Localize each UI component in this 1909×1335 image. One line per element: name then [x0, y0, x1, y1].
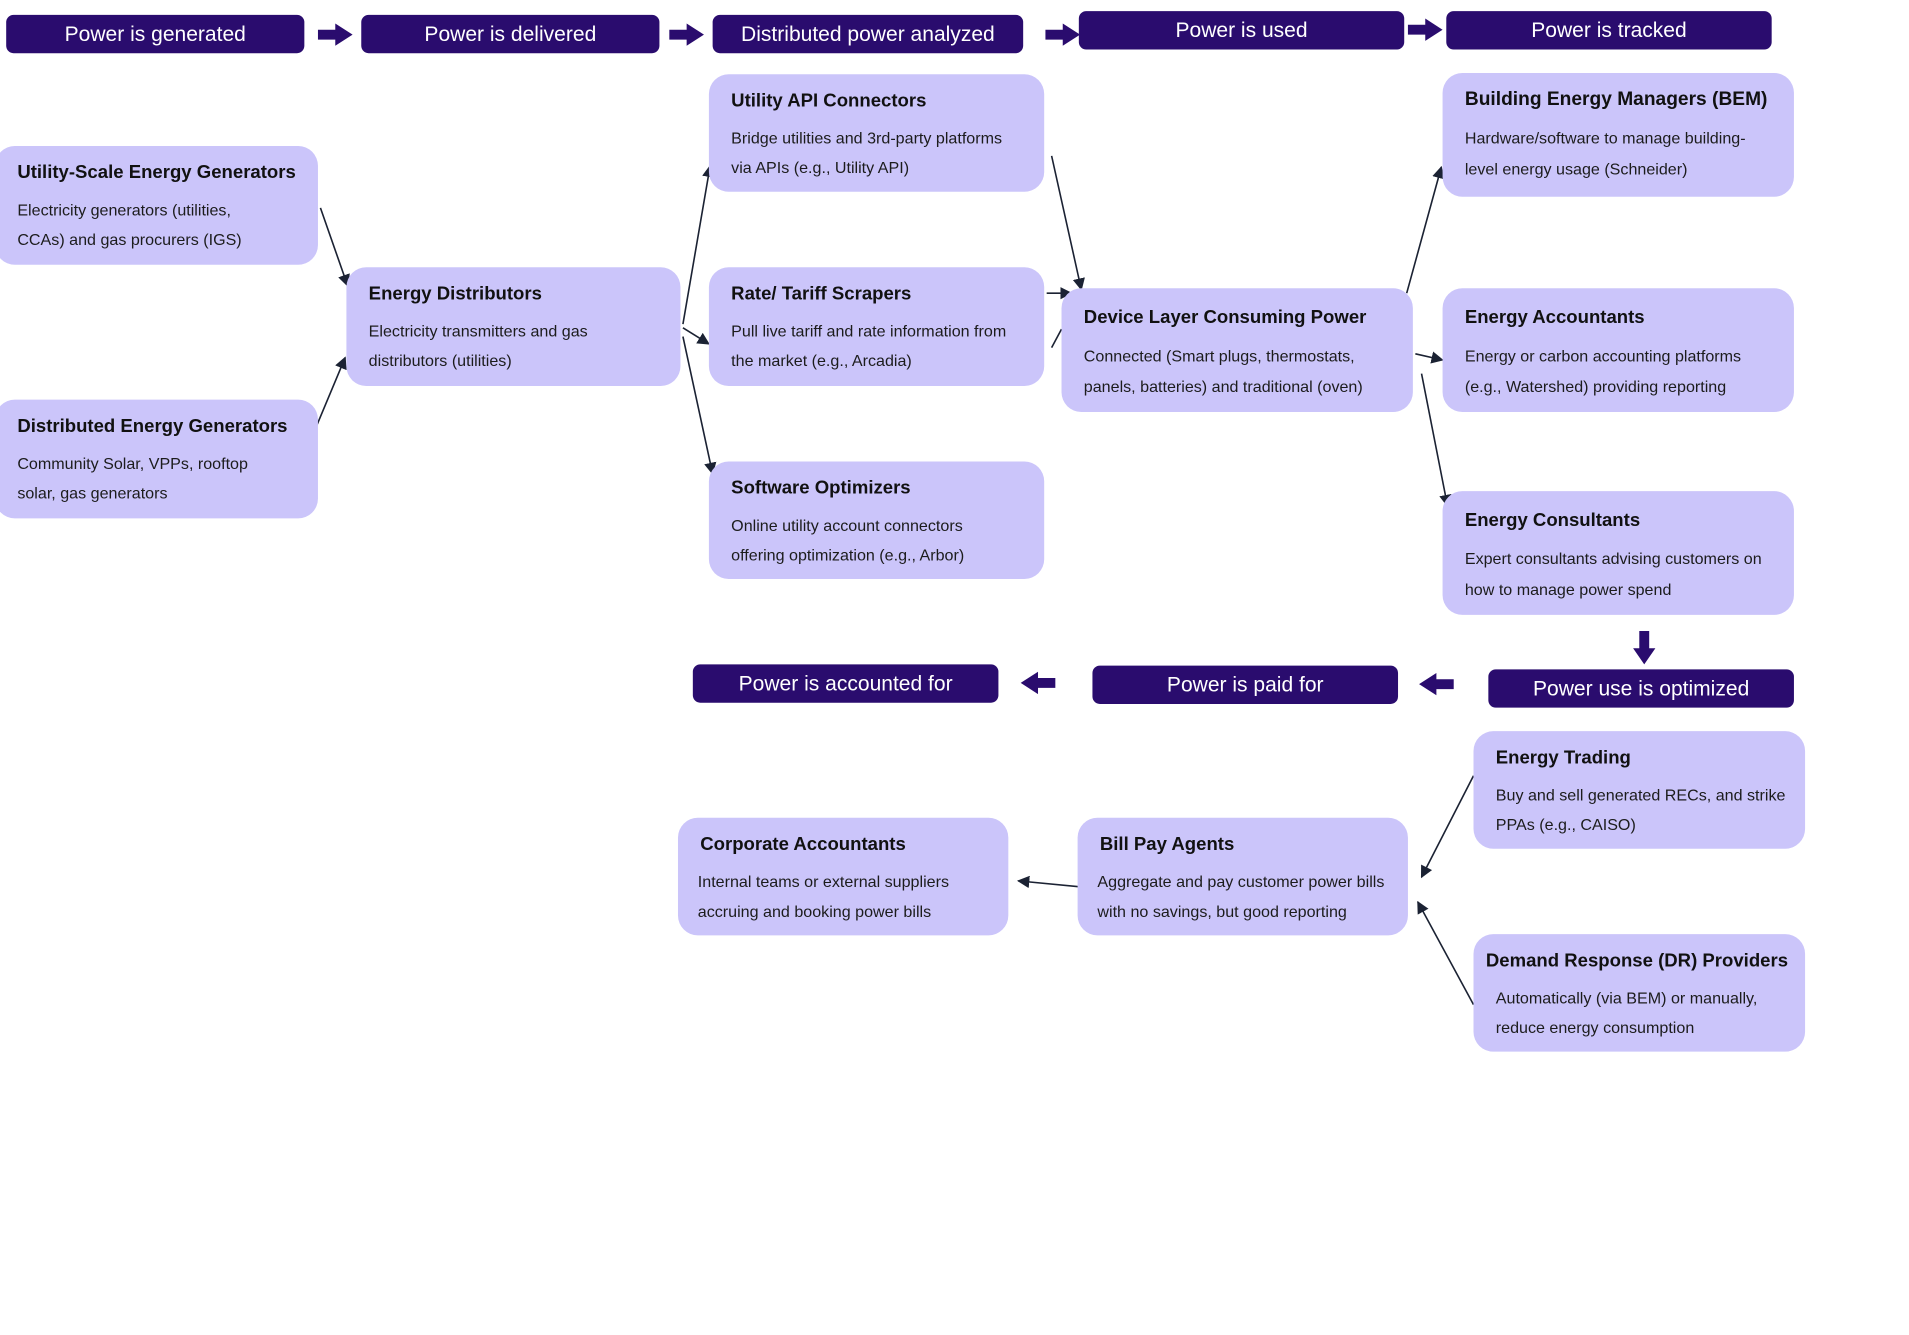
node-title: Corporate Accountants [700, 833, 906, 855]
edge-device-to-consultants [1420, 373, 1452, 508]
stage-arrow-down [1633, 630, 1656, 665]
node-description: Electricity transmitters and gas distrib… [368, 321, 588, 370]
node-title: Energy Trading [1495, 747, 1631, 769]
edge-device-to-bem [1405, 165, 1445, 294]
node-energy-distributors: Energy Distributors Electricity transmit… [346, 267, 681, 387]
node-bill-pay-agents: Bill Pay Agents Aggregate and pay custom… [1077, 817, 1408, 936]
node-distributed-generators: Distributed Energy Generators Community … [0, 399, 318, 519]
edge-distributors-to-optimizers [682, 336, 717, 476]
edge-billpay-to-corp [1016, 875, 1083, 889]
node-energy-consultants: Energy Consultants Expert consultants ad… [1442, 491, 1794, 615]
node-rate-tariff-scrapers: Rate/ Tariff Scrapers Pull live tariff a… [708, 267, 1045, 387]
node-title: Rate/ Tariff Scrapers [731, 283, 912, 305]
node-title: Energy Consultants [1464, 509, 1641, 531]
node-description: Pull live tariff and rate information fr… [731, 321, 1007, 370]
stage-power-paid: Power is paid for [1092, 665, 1399, 704]
node-energy-trading: Energy Trading Buy and sell generated RE… [1473, 731, 1806, 849]
node-title: Bill Pay Agents [1099, 833, 1235, 855]
node-description: Connected (Smart plugs, thermostats, pan… [1083, 346, 1363, 396]
node-title: Utility API Connectors [731, 90, 927, 112]
edge-dr-to-billpay [1417, 900, 1475, 1005]
node-description: Online utility account connectors offeri… [731, 515, 965, 564]
stage-power-delivered: Power is delivered [361, 14, 660, 54]
node-title: Energy Accountants [1464, 306, 1645, 328]
edge-distributors-to-api [682, 164, 715, 325]
stage-power-analyzed: Distributed power analyzed [712, 14, 1024, 54]
node-description: Automatically (via BEM) or manually, red… [1495, 988, 1758, 1037]
node-title: Software Optimizers [731, 477, 911, 499]
node-title: Device Layer Consuming Power [1083, 306, 1367, 328]
node-title: Utility-Scale Energy Generators [17, 162, 296, 184]
node-utility-api-connectors: Utility API Connectors Bridge utilities … [708, 74, 1045, 192]
node-description: Aggregate and pay customer power bills w… [1097, 872, 1385, 920]
stage-power-optimized: Power use is optimized [1488, 669, 1794, 708]
node-software-optimizers: Software Optimizers Online utility accou… [708, 461, 1045, 580]
node-description: Hardware/software to manage building-lev… [1464, 128, 1746, 179]
stage-power-accounted: Power is accounted for [692, 664, 999, 703]
edge-stub-scrapers [1050, 328, 1063, 349]
node-description: Community Solar, VPPs, rooftop solar, ga… [17, 454, 248, 502]
edge-device-to-accountants [1415, 351, 1444, 364]
node-title: Demand Response (DR) Providers [1485, 950, 1789, 972]
stage-arrow-left-1 [1419, 673, 1454, 696]
node-utility-scale-generators: Utility-Scale Energy Generators Electric… [0, 145, 318, 265]
stage-power-tracked: Power is tracked [1446, 11, 1772, 50]
node-description: Buy and sell generated RECs, and strike … [1495, 785, 1786, 834]
edge-trading-to-billpay [1420, 775, 1475, 879]
stage-power-used: Power is used [1078, 11, 1405, 50]
edge-utility-to-distributors [319, 207, 350, 287]
stage-arrow-left-2 [1020, 671, 1056, 695]
node-building-energy-managers: Building Energy Managers (BEM) Hardware/… [1442, 72, 1794, 197]
node-corporate-accountants: Corporate Accountants Internal teams or … [677, 817, 1009, 936]
node-title: Energy Distributors [368, 283, 542, 305]
stage-arrow-3 [1045, 23, 1081, 46]
node-energy-accountants: Energy Accountants Energy or carbon acco… [1442, 288, 1794, 412]
node-description: Internal teams or external suppliers acc… [697, 872, 949, 920]
node-description: Expert consultants advising customers on… [1464, 549, 1762, 599]
node-description: Bridge utilities and 3rd-party platforms… [731, 128, 1003, 177]
node-device-layer: Device Layer Consuming Power Connected (… [1061, 288, 1413, 412]
node-title: Distributed Energy Generators [17, 415, 288, 437]
stage-power-generated: Power is generated [6, 14, 305, 54]
edge-distributed-to-distributors [315, 356, 347, 426]
node-description: Energy or carbon accounting platforms (e… [1464, 346, 1742, 396]
stage-arrow-2 [669, 23, 704, 46]
node-demand-response-providers: Demand Response (DR) Providers Automatic… [1473, 934, 1806, 1052]
edge-distributors-to-scrapers [682, 327, 710, 345]
stage-arrow-4 [1407, 18, 1443, 41]
stage-arrow-1 [317, 23, 353, 46]
node-description: Electricity generators (utilities, CCAs)… [17, 200, 242, 249]
edge-api-to-device [1050, 155, 1085, 291]
node-title: Building Energy Managers (BEM) [1464, 89, 1768, 111]
